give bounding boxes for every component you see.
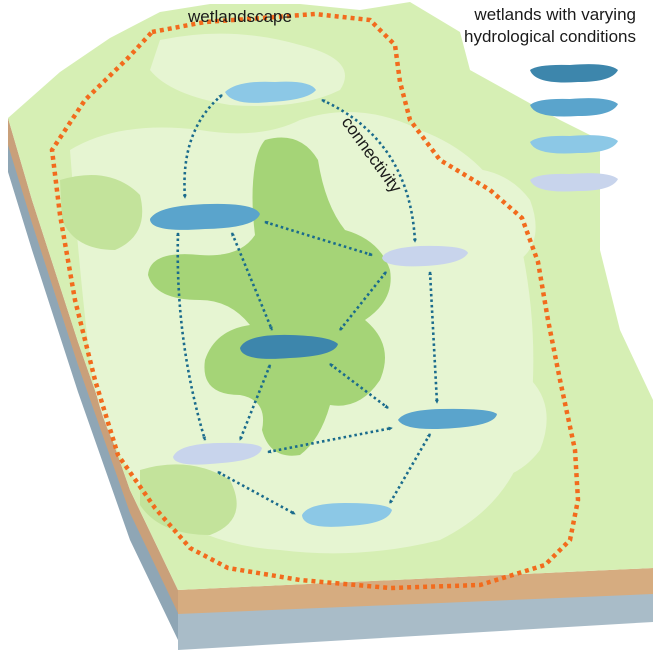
wetland-west	[150, 203, 260, 230]
connectivity-arrow	[230, 232, 274, 331]
legend-swatch	[530, 173, 618, 192]
wetland-north	[225, 81, 316, 103]
wetlandscape-label: wetlandscape	[187, 7, 292, 26]
soil-side-layer	[8, 118, 178, 613]
base-front-layer	[178, 592, 653, 650]
wetland-center	[240, 334, 338, 359]
soil-front-layer	[178, 568, 653, 614]
connectivity-arrow	[217, 470, 296, 516]
connectivity-arrow	[267, 426, 393, 454]
connectivity-arrow	[329, 362, 389, 410]
base-side-layer	[8, 142, 178, 640]
connectivity-arrows	[175, 94, 439, 516]
surface-patch	[439, 168, 536, 263]
connectivity-arrow	[238, 364, 272, 441]
connectivity-arrow	[175, 232, 207, 441]
legend: wetlands with varying hydrological condi…	[464, 5, 636, 192]
connectivity-arrow	[321, 98, 417, 243]
connectivity-arrow	[182, 94, 223, 199]
connectivity-arrow	[264, 220, 373, 257]
wetlands	[150, 81, 497, 527]
legend-swatch	[530, 64, 618, 83]
legend-swatch	[530, 98, 618, 117]
connectivity-arrow	[388, 433, 432, 504]
vegetation-patch	[60, 175, 143, 250]
connectivity-arrow	[338, 271, 388, 331]
wetland-southwest	[173, 442, 262, 465]
wetland-east	[382, 245, 468, 267]
wetland-south	[302, 503, 392, 527]
legend-title-line1: wetlands with varying	[473, 5, 636, 24]
wetland-southeast	[398, 408, 497, 429]
legend-swatch	[530, 135, 618, 154]
legend-title-line2: hydrological conditions	[464, 27, 636, 46]
